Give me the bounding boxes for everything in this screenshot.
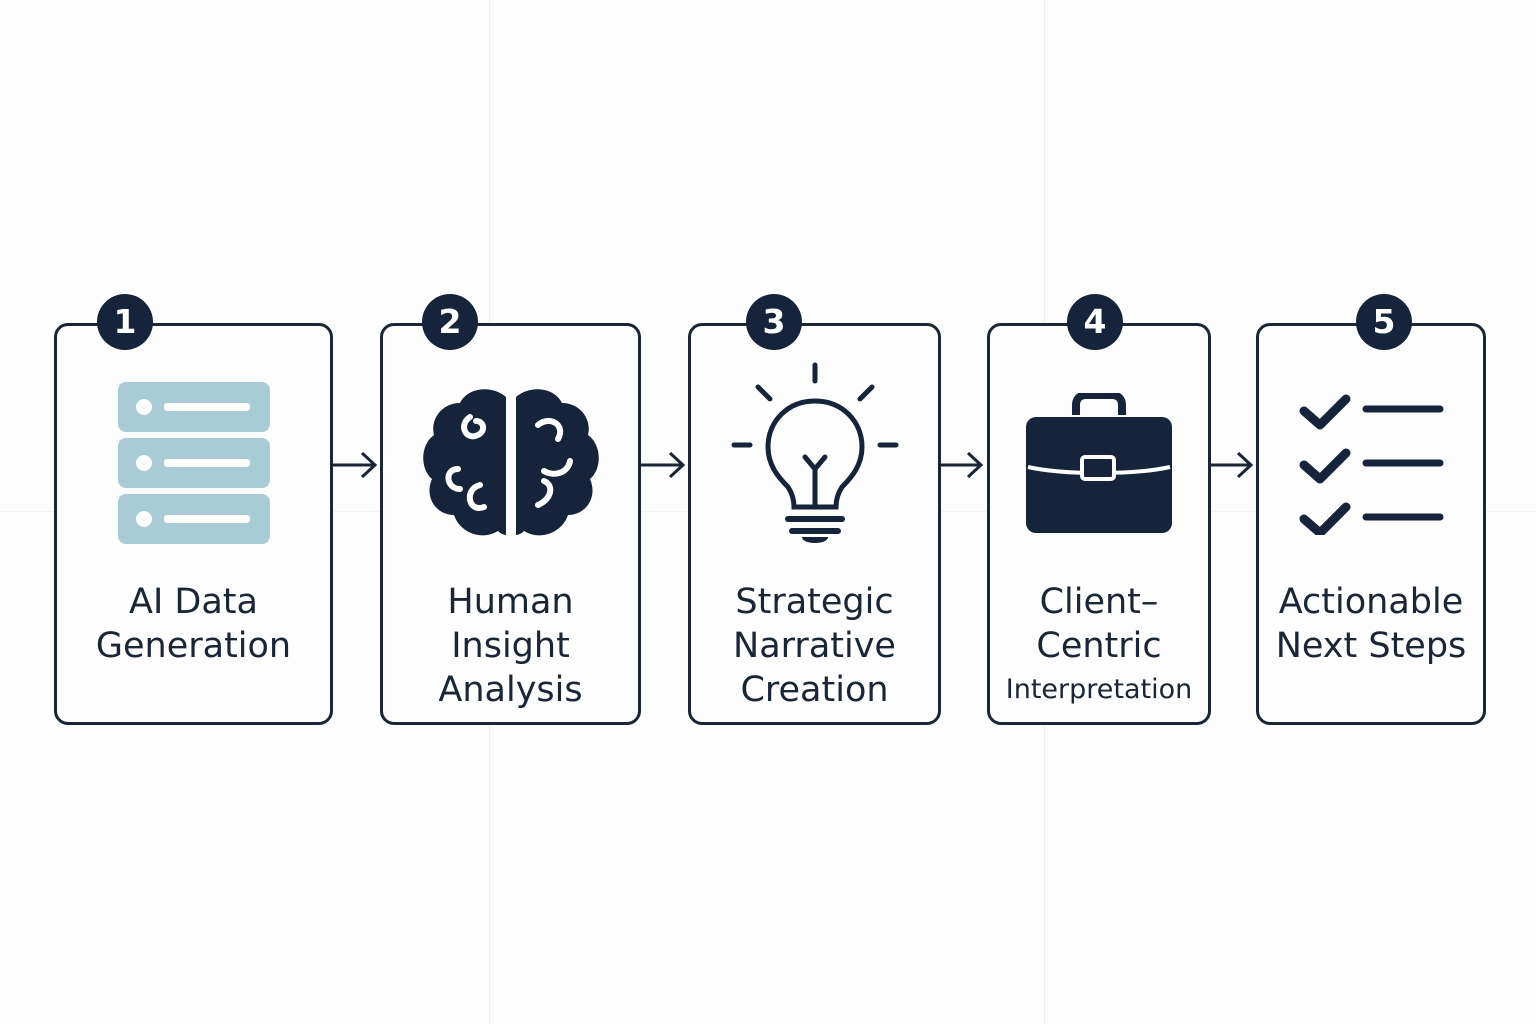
step-number-badge: 2 <box>422 294 478 350</box>
brain-icon <box>383 374 638 554</box>
step-label: Human Insight Analysis <box>438 582 583 710</box>
step-label: Strategic Narrative Creation <box>733 582 896 710</box>
step-number-badge: 1 <box>97 294 153 350</box>
flow-arrow <box>1211 451 1254 479</box>
step-label: Client– Centric Interpretation <box>1005 582 1193 705</box>
step-number-badge: 3 <box>746 294 802 350</box>
step-card-human-insight-analysis: 2 Human Insight Analysis <box>380 294 641 725</box>
flow-arrow <box>641 451 686 479</box>
step-label: Actionable Next Steps <box>1275 582 1467 666</box>
step-card-actionable-next-steps: 5 Actionable Next Steps <box>1256 294 1486 725</box>
step-number-badge: 5 <box>1356 294 1412 350</box>
briefcase-icon <box>990 374 1208 554</box>
checklist-icon <box>1259 374 1483 554</box>
step-card-ai-data-generation: 1 AI Data Generation <box>54 294 333 725</box>
step-number-badge: 4 <box>1067 294 1123 350</box>
step-card-client-centric-interpretation: 4 Client– Centric Interpretation <box>987 294 1211 725</box>
flow-arrow <box>333 451 378 479</box>
flow-arrow <box>941 451 984 479</box>
lightbulb-icon <box>691 362 938 544</box>
database-icon <box>57 374 330 554</box>
step-label: AI Data Generation <box>95 582 292 666</box>
step-card-strategic-narrative-creation: 3 Strategic Narrative Creation <box>688 294 941 725</box>
